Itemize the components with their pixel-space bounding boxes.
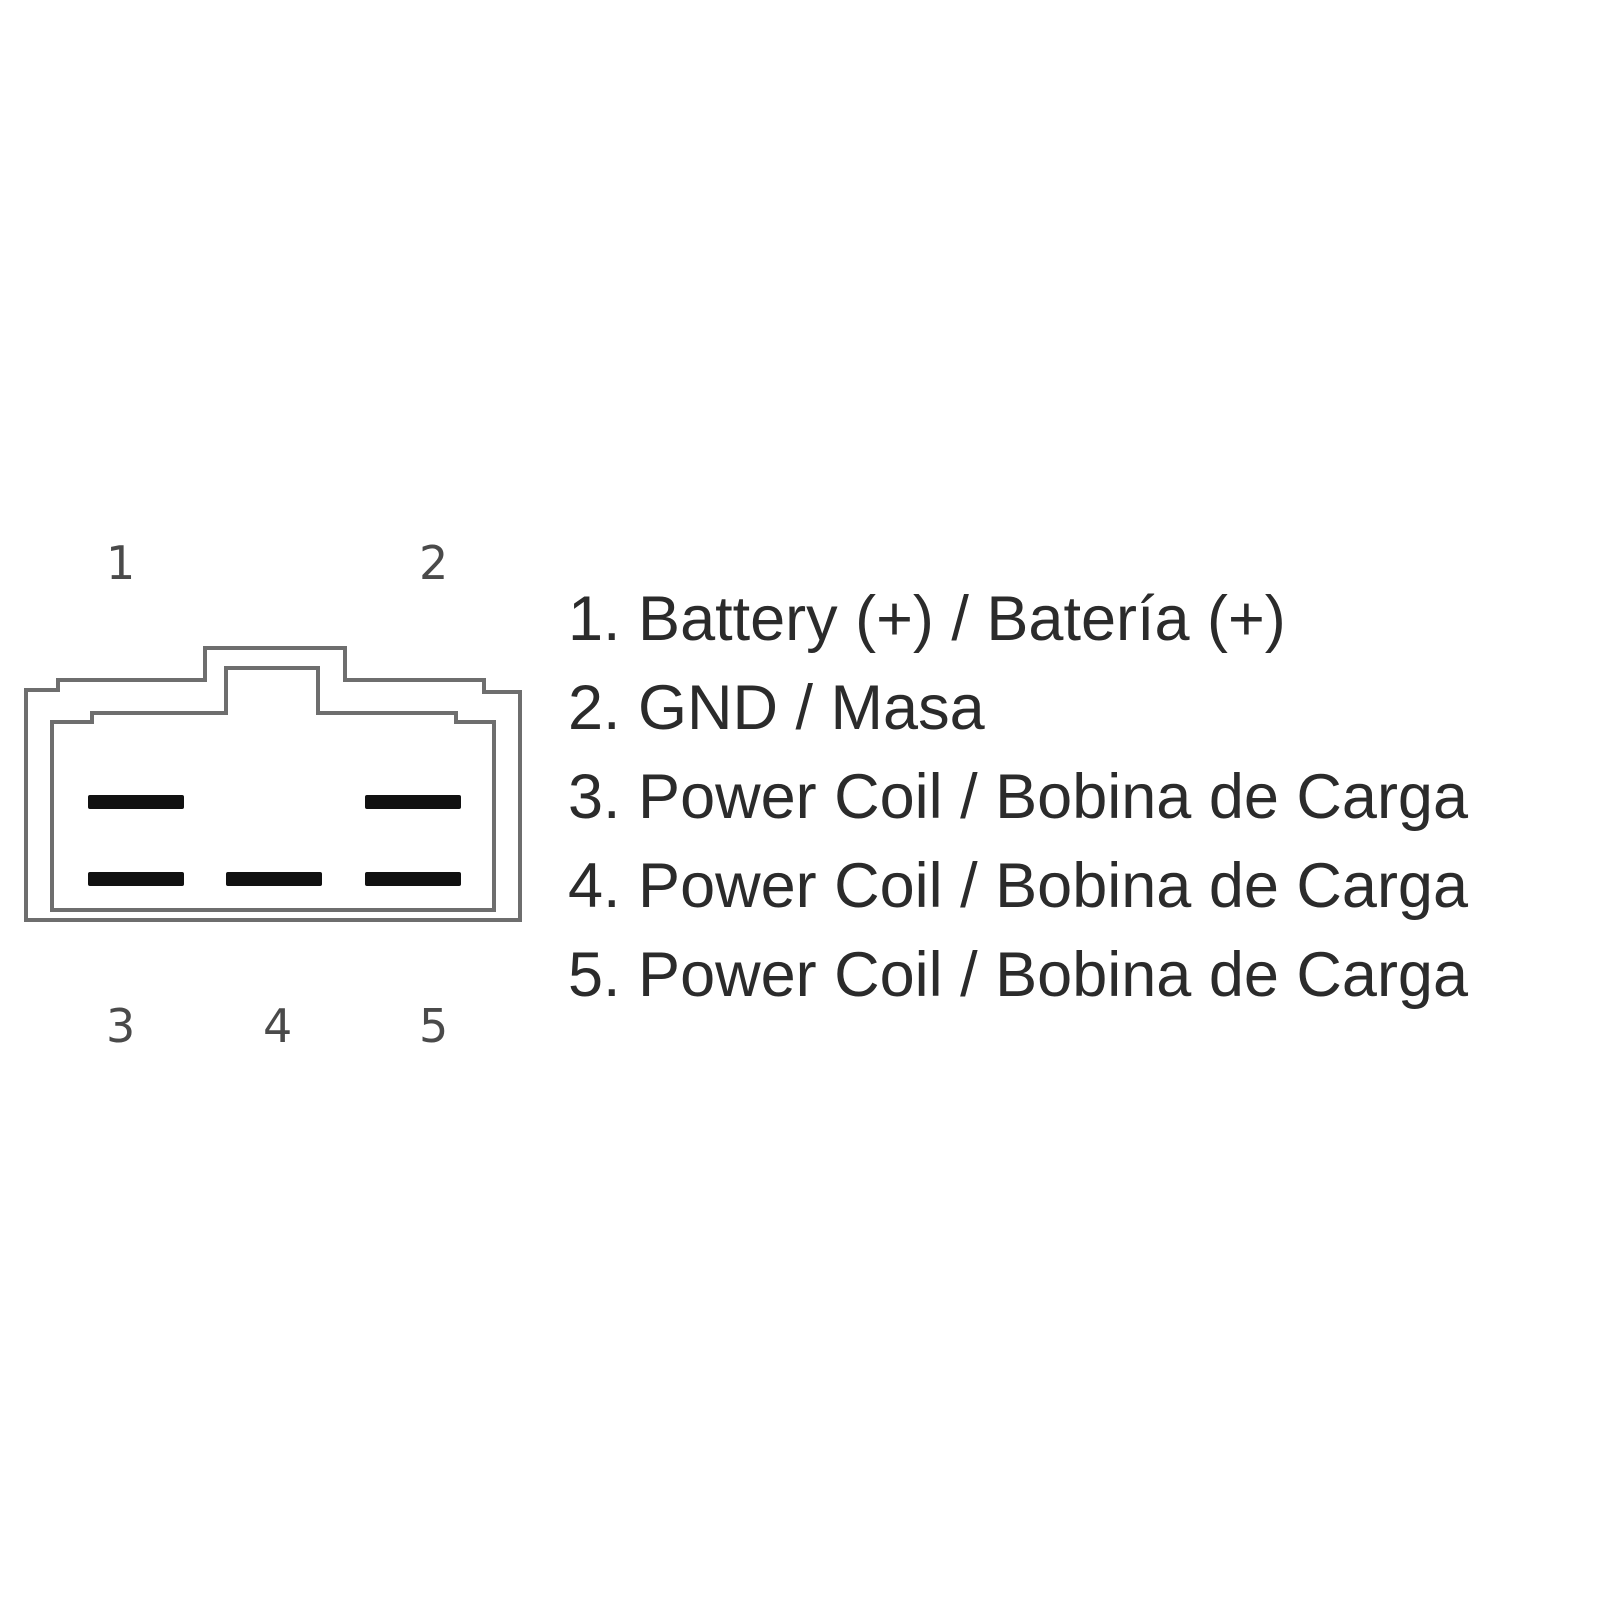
pin-label-2: 2 xyxy=(419,536,449,590)
connector-outline xyxy=(24,646,522,922)
pin-legend: 1. Battery (+) / Batería (+) 2. GND / Ma… xyxy=(568,575,1468,1020)
legend-item-5: 5. Power Coil / Bobina de Carga xyxy=(568,940,1468,1010)
pin-label-3: 3 xyxy=(106,999,136,1053)
pin-label-4: 4 xyxy=(263,999,293,1053)
legend-item-4: 4. Power Coil / Bobina de Carga xyxy=(568,851,1468,921)
connector-housing-outer xyxy=(24,646,522,922)
legend-item-2: 2. GND / Masa xyxy=(568,673,985,743)
legend-item-3: 3. Power Coil / Bobina de Carga xyxy=(568,762,1468,832)
connector-housing-inner xyxy=(50,666,496,912)
terminal-5 xyxy=(365,872,461,886)
terminal-2 xyxy=(365,795,461,809)
terminal-1 xyxy=(88,795,184,809)
terminal-4 xyxy=(226,872,322,886)
legend-item-1: 1. Battery (+) / Batería (+) xyxy=(568,584,1286,654)
pin-label-1: 1 xyxy=(106,536,136,590)
pin-label-5: 5 xyxy=(419,999,449,1053)
terminal-3 xyxy=(88,872,184,886)
